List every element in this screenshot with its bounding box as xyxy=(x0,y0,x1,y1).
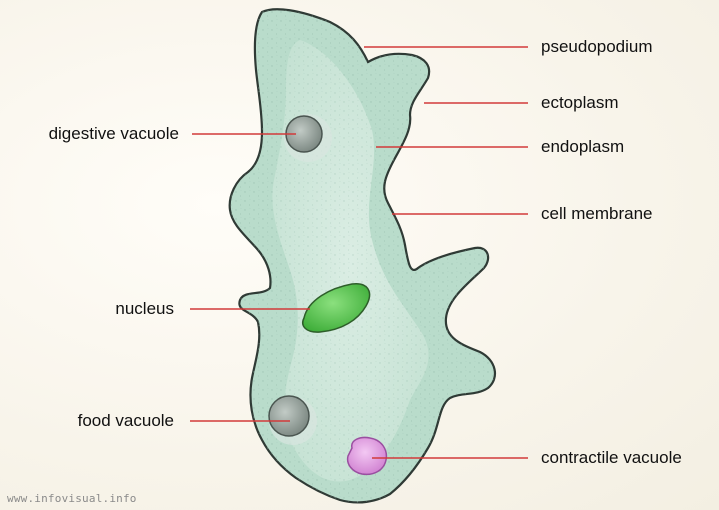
label-cell-membrane: cell membrane xyxy=(541,204,653,224)
label-endoplasm: endoplasm xyxy=(541,137,624,157)
credit-watermark: www.infovisual.info xyxy=(7,492,137,505)
label-pseudopodium: pseudopodium xyxy=(541,37,653,57)
label-contractile-vacuole: contractile vacuole xyxy=(541,448,682,468)
label-nucleus: nucleus xyxy=(115,299,174,319)
label-food-vacuole: food vacuole xyxy=(78,411,174,431)
contractile-vacuole xyxy=(348,437,387,474)
label-ectoplasm: ectoplasm xyxy=(541,93,618,113)
food-vacuole xyxy=(269,396,309,436)
label-digestive-vacuole: digestive vacuole xyxy=(49,124,179,144)
